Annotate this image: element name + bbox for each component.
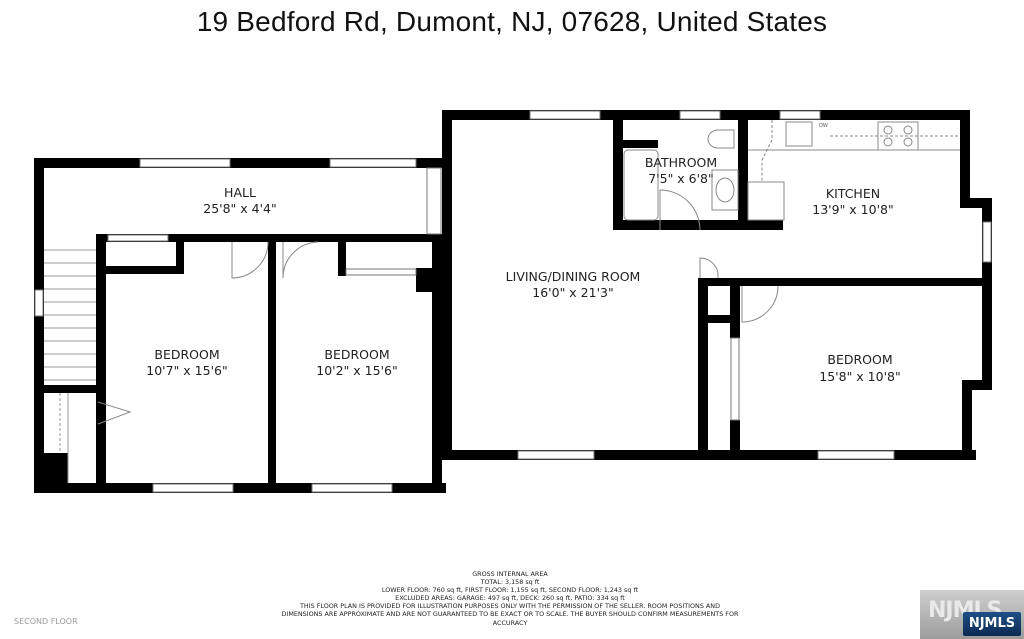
area-summary: GROSS INTERNAL AREA TOTAL: 3,158 sq ft L… — [280, 570, 740, 627]
property-address-title: 19 Bedford Rd, Dumont, NJ, 07628, United… — [196, 6, 828, 37]
dishwasher-label: DW — [819, 123, 828, 129]
area-floors: LOWER FLOOR: 760 sq ft, FIRST FLOOR: 1,1… — [381, 586, 639, 595]
room-labels: HALL 25'8" x 4'4" BATHROOM 7'5" x 6'8" K… — [146, 155, 900, 384]
kitchen-sink-icon — [785, 121, 813, 147]
room-name-bedroom-1: BEDROOM — [154, 347, 219, 362]
room-dims-bedroom-1: 10'7" x 15'6" — [146, 363, 227, 378]
room-name-bedroom-2: BEDROOM — [324, 347, 389, 362]
room-name-hall: HALL — [224, 185, 256, 200]
room-name-bathroom: BATHROOM — [645, 155, 717, 170]
room-name-bedroom-3: BEDROOM — [827, 352, 892, 367]
sink-icon — [711, 169, 739, 211]
bathtub-icon — [623, 149, 659, 221]
room-dims-bedroom-2: 10'2" x 15'6" — [316, 363, 397, 378]
toilet-icon — [707, 129, 735, 149]
area-total: TOTAL: 3,158 sq ft — [480, 578, 540, 587]
room-dims-living-dining: 16'0" x 21'3" — [532, 285, 613, 300]
disclaimer: THIS FLOOR PLAN IS PROVIDED FOR ILLUSTRA… — [281, 602, 739, 627]
fridge-icon — [747, 181, 785, 221]
doors — [97, 189, 779, 425]
windows — [34, 110, 992, 493]
area-excluded: EXCLUDED AREAS: GARAGE: 497 sq ft, DECK:… — [395, 594, 625, 603]
room-dims-bedroom-3: 15'8" x 10'8" — [819, 369, 900, 384]
room-dims-bathroom: 7'5" x 6'8" — [648, 171, 714, 186]
room-dims-kitchen: 13'9" x 10'8" — [812, 202, 893, 217]
stairs-icon — [44, 249, 96, 483]
bathroom-fixtures — [623, 129, 739, 221]
room-name-kitchen: KITCHEN — [826, 186, 880, 201]
kitchen-fixtures — [747, 120, 960, 221]
area-heading: GROSS INTERNAL AREA — [472, 570, 548, 578]
floor-label: SECOND FLOOR — [14, 617, 78, 626]
room-name-living-dining: LIVING/DINING ROOM — [506, 269, 641, 284]
room-dims-hall: 25'8" x 4'4" — [203, 201, 276, 216]
njmls-badge: NJMLS — [963, 612, 1021, 636]
